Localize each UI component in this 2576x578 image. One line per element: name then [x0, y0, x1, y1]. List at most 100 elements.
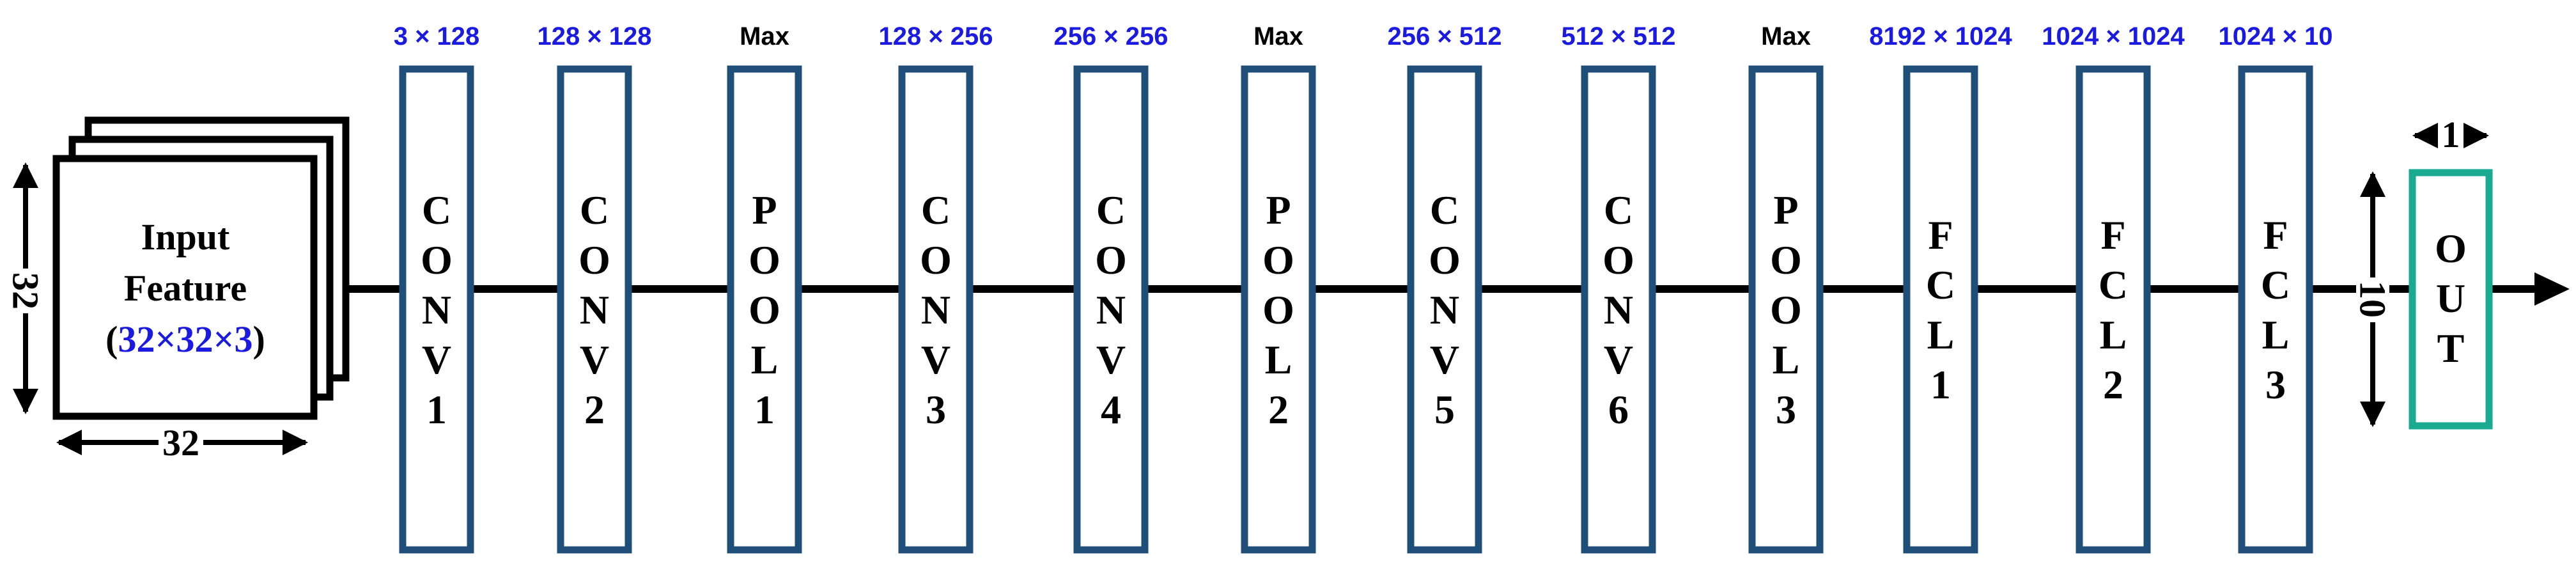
layer-block-pool3: [1748, 65, 1824, 554]
layer-block-conv3: [898, 65, 974, 554]
output-width-label-bg: [2438, 120, 2463, 151]
letter: V: [422, 337, 451, 382]
letter: C: [921, 187, 950, 233]
input-plane-front: [52, 155, 318, 420]
letter: N: [1096, 287, 1126, 332]
layer-block-pool1: [727, 65, 802, 554]
letter: N: [580, 287, 609, 332]
letter: T: [2437, 325, 2465, 371]
layer-block-pool2: [1241, 65, 1316, 554]
input-size-close-paren: ): [253, 318, 265, 360]
letter: L: [1265, 337, 1292, 382]
letter: 3: [1776, 387, 1796, 432]
letter: C: [1926, 262, 1955, 308]
layer-dims-fcl1: 8192 × 1024: [1869, 22, 2012, 51]
letter: L: [1927, 312, 1955, 357]
letter: P: [752, 187, 777, 233]
layer-block-conv1: [399, 65, 474, 554]
layer-block-conv5: [1407, 65, 1482, 554]
letter: F: [2100, 212, 2125, 258]
letter: O: [749, 237, 780, 283]
letter: V: [921, 337, 950, 382]
letter: O: [2435, 226, 2467, 271]
letter: C: [422, 187, 451, 233]
letter: N: [1430, 287, 1459, 332]
layer-dims-fcl2: 1024 × 1024: [2042, 22, 2185, 51]
layer-block-fcl1: [1903, 65, 1978, 554]
letter: N: [422, 287, 451, 332]
letter: V: [1096, 337, 1126, 382]
letter: O: [749, 287, 780, 332]
input-label-line1: Input: [141, 216, 230, 258]
letter: 5: [1434, 387, 1455, 432]
letter: O: [578, 237, 610, 283]
letter: 2: [584, 387, 605, 432]
letter: 1: [754, 387, 775, 432]
letter: O: [1262, 237, 1294, 283]
layer-block-conv2: [557, 65, 632, 554]
letter: 3: [2265, 362, 2286, 407]
letter: C: [580, 187, 609, 233]
layer-block-conv6: [1581, 65, 1656, 554]
letter: 6: [1608, 387, 1629, 432]
output-height-label-bg: [2356, 277, 2389, 322]
output-height-label: 10: [2352, 281, 2394, 318]
letter: V: [1604, 337, 1633, 382]
letter: C: [1096, 187, 1126, 233]
output-box: [2409, 169, 2493, 430]
letter: V: [1430, 337, 1459, 382]
letter: L: [2100, 312, 2127, 357]
letter: O: [1095, 237, 1127, 283]
input-size-label: (32×32×3): [105, 318, 265, 360]
letter: F: [2263, 212, 2288, 258]
letter: O: [920, 237, 952, 283]
letter: P: [1266, 187, 1291, 233]
letter: O: [1602, 237, 1634, 283]
layer-block-conv4: [1073, 65, 1149, 554]
letter: 2: [1268, 387, 1289, 432]
layer-dims-conv2: 128 × 128: [537, 22, 651, 51]
letter: F: [1928, 212, 1953, 258]
layer-dims-fcl3: 1024 × 10: [2218, 22, 2332, 51]
letter: L: [1773, 337, 1800, 382]
letter: L: [2262, 312, 2290, 357]
layer-dims-conv4: 256 × 256: [1053, 22, 1168, 51]
layer-block-fcl3: [2238, 65, 2313, 554]
letter: 2: [2103, 362, 2123, 407]
layer-dims-conv3: 128 × 256: [878, 22, 993, 51]
input-label-line2: Feature: [124, 267, 247, 309]
letter: O: [1770, 237, 1802, 283]
layer-dims-conv1: 3 × 128: [394, 22, 480, 51]
input-height-label: 32: [5, 272, 47, 309]
output-width-label: 1: [2442, 114, 2460, 155]
flow-arrowhead: [2534, 272, 2570, 306]
layer-dims-conv6: 512 × 512: [1561, 22, 1675, 51]
input-width-label-bg: [159, 425, 203, 460]
layer-dims-pool2: Max: [1253, 22, 1303, 51]
letter: O: [1429, 237, 1461, 283]
input-height-label-bg: [9, 269, 42, 313]
letter: C: [2099, 262, 2128, 308]
input-size-open-paren: (: [105, 318, 118, 360]
letter: C: [1430, 187, 1459, 233]
letter: V: [580, 337, 609, 382]
letter: N: [1604, 287, 1633, 332]
letter: 4: [1101, 387, 1121, 432]
input-feature-stack: Input Feature (32×32×3): [52, 116, 350, 420]
letter: O: [1262, 287, 1294, 332]
letter: U: [2436, 276, 2465, 321]
letter: O: [421, 237, 453, 283]
